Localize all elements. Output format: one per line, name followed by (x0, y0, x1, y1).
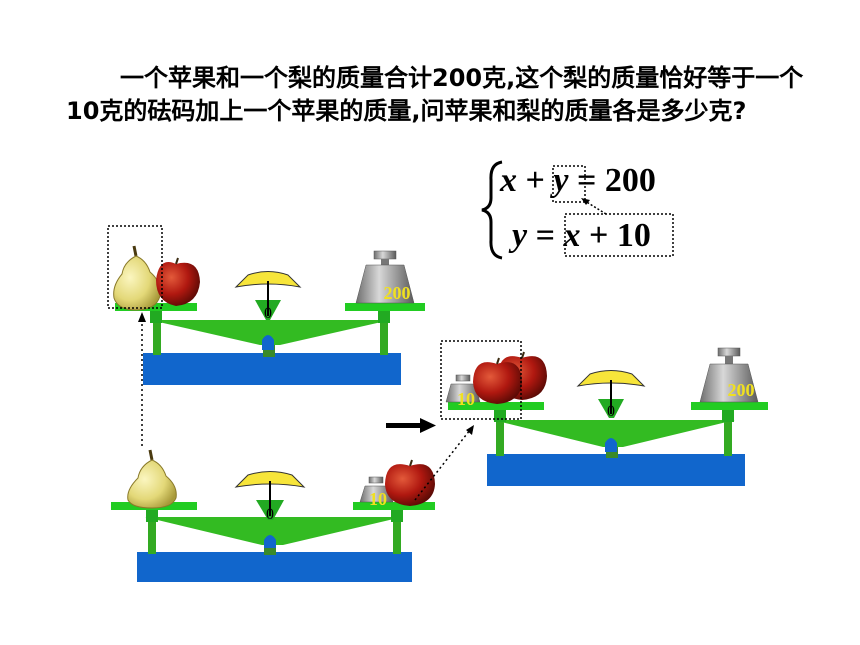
weight-10-icon: 10 (445, 374, 481, 409)
pear-icon (127, 449, 177, 509)
arrow-up-icon (138, 312, 146, 322)
connector-arrows (138, 312, 474, 501)
svg-text:200: 200 (384, 283, 411, 303)
svg-text:10: 10 (457, 389, 475, 409)
rhs-value: 200 (604, 162, 656, 199)
scale-2: 0 10 (111, 449, 435, 582)
apple-icon (385, 459, 435, 506)
brace-icon (481, 160, 503, 260)
var-x: x (500, 162, 517, 199)
svg-text:0: 0 (264, 305, 272, 322)
scale-dial: 0 (234, 271, 302, 322)
plus-sign: + (525, 162, 545, 199)
scale-beam (150, 320, 390, 345)
equals-sign: = (535, 217, 555, 254)
arrow-diagonal-icon (466, 425, 474, 435)
scale-dial: 0 (576, 370, 646, 420)
svg-text:0: 0 (607, 403, 615, 420)
scale-beam (493, 420, 735, 447)
scale-base (487, 454, 745, 486)
scale-1: 0 200 (107, 225, 425, 385)
scale-3: 0 10 200 (440, 340, 768, 486)
right-pan (345, 303, 425, 311)
weight-10-icon: 10 (359, 476, 394, 509)
scale-base (143, 353, 401, 385)
scale-base (137, 552, 412, 582)
problem-text: 一个苹果和一个梨的质量合计200克,这个梨的质量恰好等于一个10克的砝码加上一个… (66, 64, 804, 125)
pear-icon (113, 245, 161, 311)
scale-dial: 0 (234, 471, 306, 523)
apple-icon (473, 357, 522, 404)
svg-text:0: 0 (266, 506, 274, 523)
left-pan (448, 402, 544, 410)
arrow-right-icon (386, 423, 422, 428)
weight-200-icon: 200 (699, 347, 759, 403)
apple-icon (156, 257, 200, 306)
right-pan (691, 402, 768, 410)
right-pan (353, 502, 435, 510)
scale-beam (145, 517, 402, 545)
svg-text:200: 200 (728, 380, 755, 400)
weight-200-icon: 200 (355, 250, 415, 304)
dotted-box (440, 340, 522, 420)
svg-text:10: 10 (369, 489, 387, 509)
left-pan (115, 303, 197, 311)
var-y: y (512, 217, 528, 254)
